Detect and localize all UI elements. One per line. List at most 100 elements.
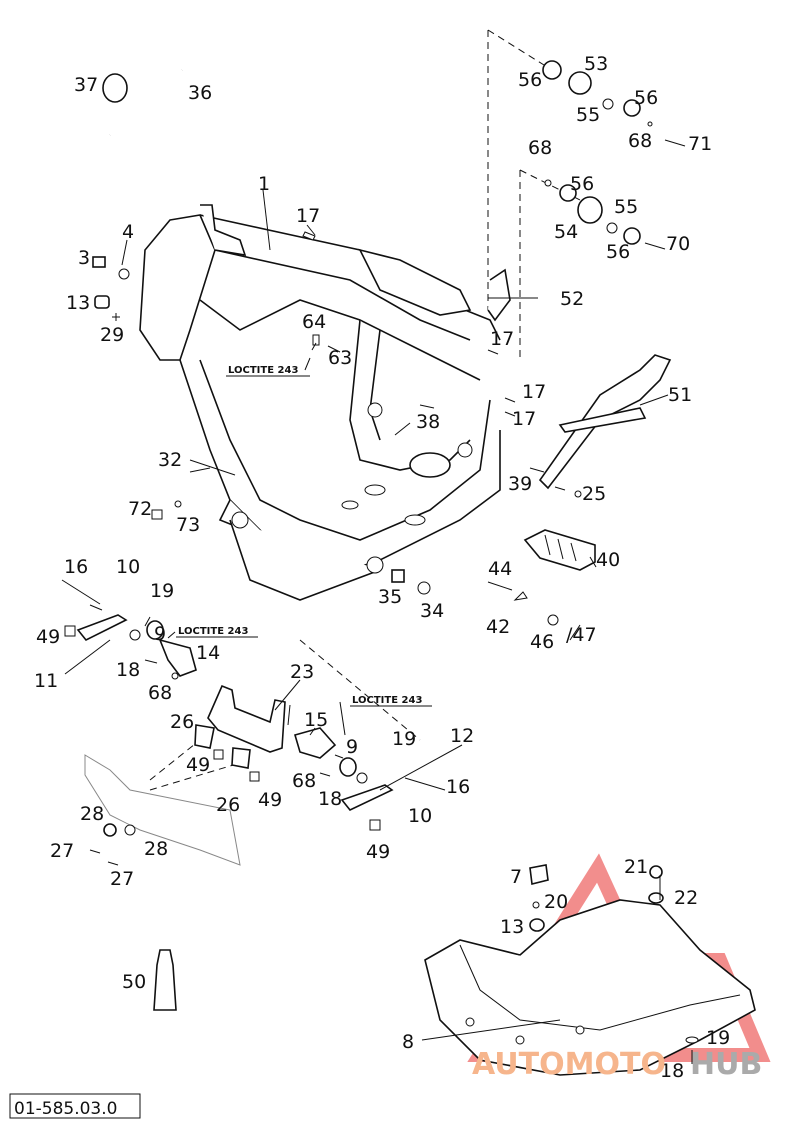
loctite-note-2: LOCTITE 243 — [178, 626, 248, 637]
loctite-notes: LOCTITE 243 LOCTITE 243 LOCTITE 243 — [176, 365, 432, 707]
callout-1: 1 — [258, 173, 270, 195]
callout-18: 18 — [116, 659, 140, 681]
callout-labels: 1 3 4 13 29 17 37 36 56 53 55 56 68 71 6… — [34, 53, 730, 1082]
callout-32: 32 — [158, 449, 182, 471]
callout-37: 37 — [74, 74, 98, 96]
callout-49: 49 — [366, 841, 390, 863]
callout-4: 4 — [122, 221, 134, 243]
callout-44: 44 — [488, 558, 512, 580]
callout-17: 17 — [296, 205, 320, 227]
callout-47: /47 — [566, 624, 597, 646]
drawing-number: 01-585.03.0 — [14, 1099, 117, 1119]
callout-20: 20 — [544, 891, 568, 913]
loctite-bottle — [153, 949, 177, 1011]
callout-17: 17 — [512, 408, 536, 430]
leader-lines — [64, 189, 669, 1041]
callout-56: 56 — [606, 241, 630, 263]
callout-35: 35 — [378, 586, 402, 608]
callout-29: 29 — [100, 324, 124, 346]
callout-17: 17 — [522, 381, 546, 403]
callout-51: 51 — [668, 384, 692, 406]
side-stand — [538, 354, 672, 490]
callout-10: 10 — [116, 556, 140, 578]
callout-19: 19 — [150, 580, 174, 602]
callout-3: 3 — [78, 247, 90, 269]
skid-plate — [424, 864, 756, 1076]
callout-16: 16 — [446, 776, 470, 798]
callout-26: 26 — [216, 794, 240, 816]
callout-39: 39 — [508, 473, 532, 495]
skid-plate-old — [84, 754, 241, 866]
callout-19: 19 — [392, 728, 416, 750]
callout-55: 55 — [614, 196, 638, 218]
callout-40: 40 — [596, 549, 620, 571]
callout-46: 46 — [530, 631, 554, 653]
drawing-number-box: 01-585.03.0 — [9, 1093, 141, 1119]
callout-52: 52 — [560, 288, 584, 310]
callout-49: 49 — [186, 754, 210, 776]
callout-64: 64 — [302, 311, 326, 333]
callout-17: 17 — [490, 328, 514, 350]
callout-38: 38 — [416, 411, 440, 433]
callout-56: 56 — [570, 173, 594, 195]
callout-13: 13 — [66, 292, 90, 314]
callout-68: 68 — [148, 682, 172, 704]
callout-54: 54 — [554, 221, 578, 243]
footpeg — [487, 529, 596, 641]
callout-15: 15 — [304, 709, 328, 731]
callout-10: 10 — [408, 805, 432, 827]
callout-68: 68 — [292, 770, 316, 792]
callout-36: 36 — [188, 82, 212, 104]
callout-11: 11 — [34, 670, 58, 692]
callout-27: 27 — [110, 868, 134, 890]
callout-28: 28 — [144, 838, 168, 860]
callout-70: 70 — [666, 233, 690, 255]
callout-50: 50 — [122, 971, 146, 993]
callout-9: 9 — [154, 623, 166, 645]
callout-12: 12 — [450, 725, 474, 747]
loctite-note-1: LOCTITE 243 — [228, 365, 298, 376]
callout-8: 8 — [402, 1031, 414, 1053]
callout-18: 18 — [318, 788, 342, 810]
right-mount-parts — [294, 727, 446, 831]
callout-14: 14 — [196, 642, 220, 664]
callout-55: 55 — [576, 104, 600, 126]
callout-34: 34 — [420, 600, 444, 622]
callout-27: 27 — [50, 840, 74, 862]
callout-21: 21 — [624, 856, 648, 878]
callout-63: 63 — [328, 347, 352, 369]
callout-28: 28 — [80, 803, 104, 825]
callout-73: 73 — [176, 514, 200, 536]
callout-26: 26 — [170, 711, 194, 733]
callout-19: 19 — [706, 1027, 730, 1049]
callout-72: 72 — [128, 498, 152, 520]
callout-71: 71 — [688, 133, 712, 155]
callout-49: 49 — [36, 626, 60, 648]
watermark-text: AUTOMOTO HUB — [472, 1047, 762, 1082]
callout-13: 13 — [500, 916, 524, 938]
callout-25: 25 — [582, 483, 606, 505]
callout-16: 16 — [64, 556, 88, 578]
frame-hardware — [92, 231, 582, 520]
callout-56: 56 — [518, 69, 542, 91]
callout-22: 22 — [674, 887, 698, 909]
linkage-parts — [542, 60, 686, 250]
callout-68: 68 — [628, 130, 652, 152]
callout-53: 53 — [584, 53, 608, 75]
callout-7: 7 — [510, 866, 522, 888]
callout-68: 68 — [528, 137, 552, 159]
frame-bushings — [391, 569, 431, 595]
callout-23: 23 — [290, 661, 314, 683]
frame-main — [139, 204, 511, 601]
hose-and-clamp — [102, 69, 184, 137]
callout-42: 42 — [486, 616, 510, 638]
callout-56: 56 — [634, 87, 658, 109]
left-mount-parts — [61, 579, 197, 680]
watermark-part1: AUTOMOTO — [472, 1047, 666, 1082]
engine-bracket — [194, 684, 286, 782]
callout-18: 18 — [660, 1060, 684, 1082]
callout-9: 9 — [346, 736, 358, 758]
loctite-note-3: LOCTITE 243 — [352, 695, 422, 706]
callout-49: 49 — [258, 789, 282, 811]
